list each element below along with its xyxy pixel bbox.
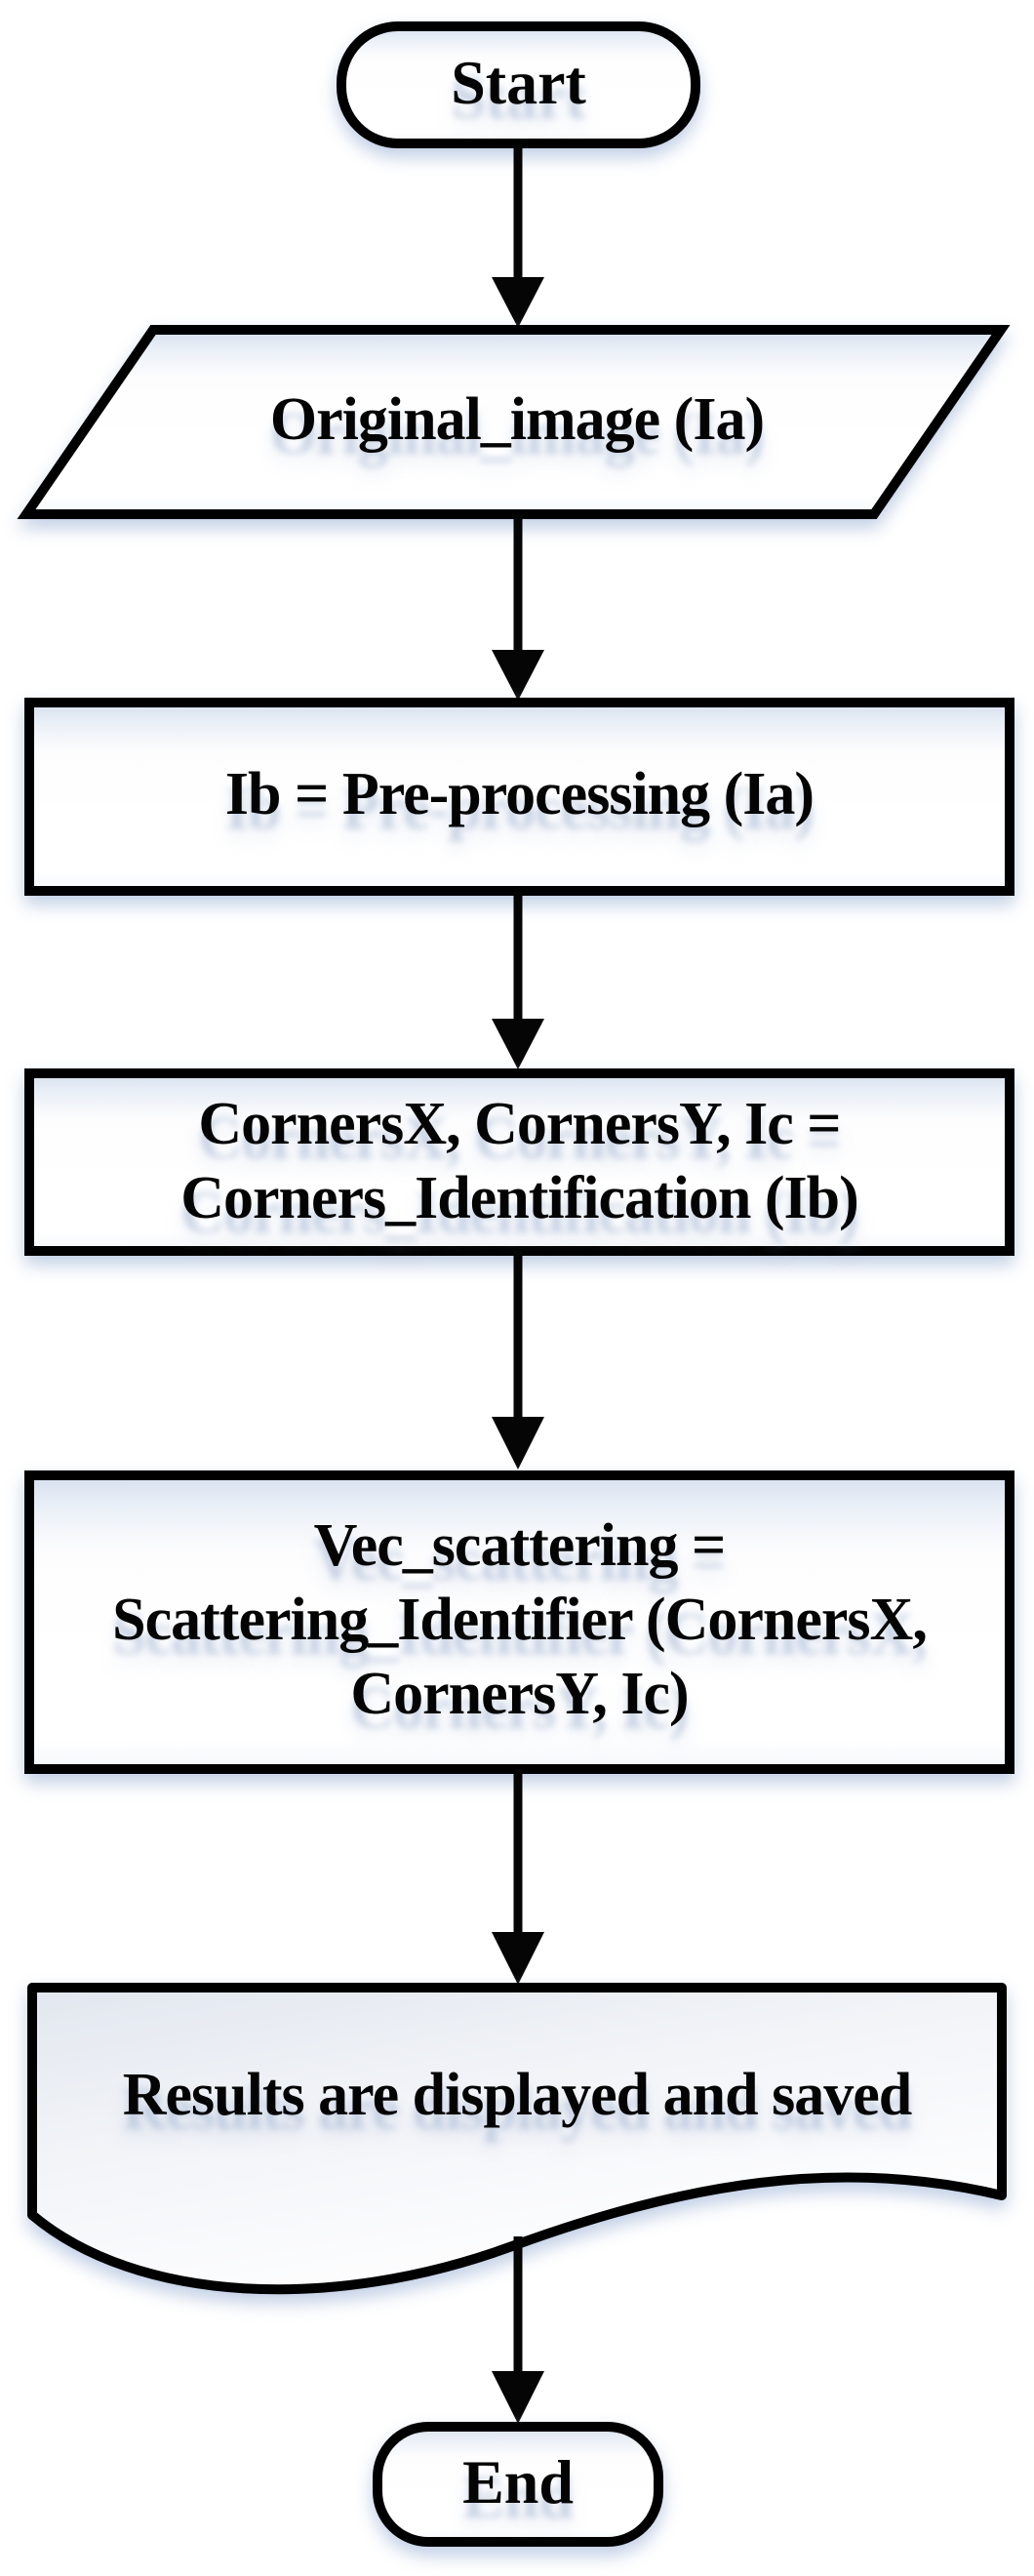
results-document-shape <box>27 1983 1007 2295</box>
end-terminator-shape <box>373 2422 663 2547</box>
arrow-scattering-to-results <box>492 1769 544 1985</box>
preprocess-process-shape <box>24 698 1014 896</box>
corners-process-shape <box>24 1068 1014 1256</box>
input-parallelogram-shape <box>17 325 1011 519</box>
arrow-start-to-input <box>492 143 544 328</box>
arrow-corners-to-scattering <box>492 1251 544 1469</box>
scattering-process-shape <box>24 1470 1014 1774</box>
start-terminator-shape <box>337 21 700 148</box>
arrow-results-to-end <box>492 2236 544 2424</box>
arrow-input-to-preprocess <box>492 514 544 701</box>
arrow-preprocess-to-corners <box>492 891 544 1069</box>
